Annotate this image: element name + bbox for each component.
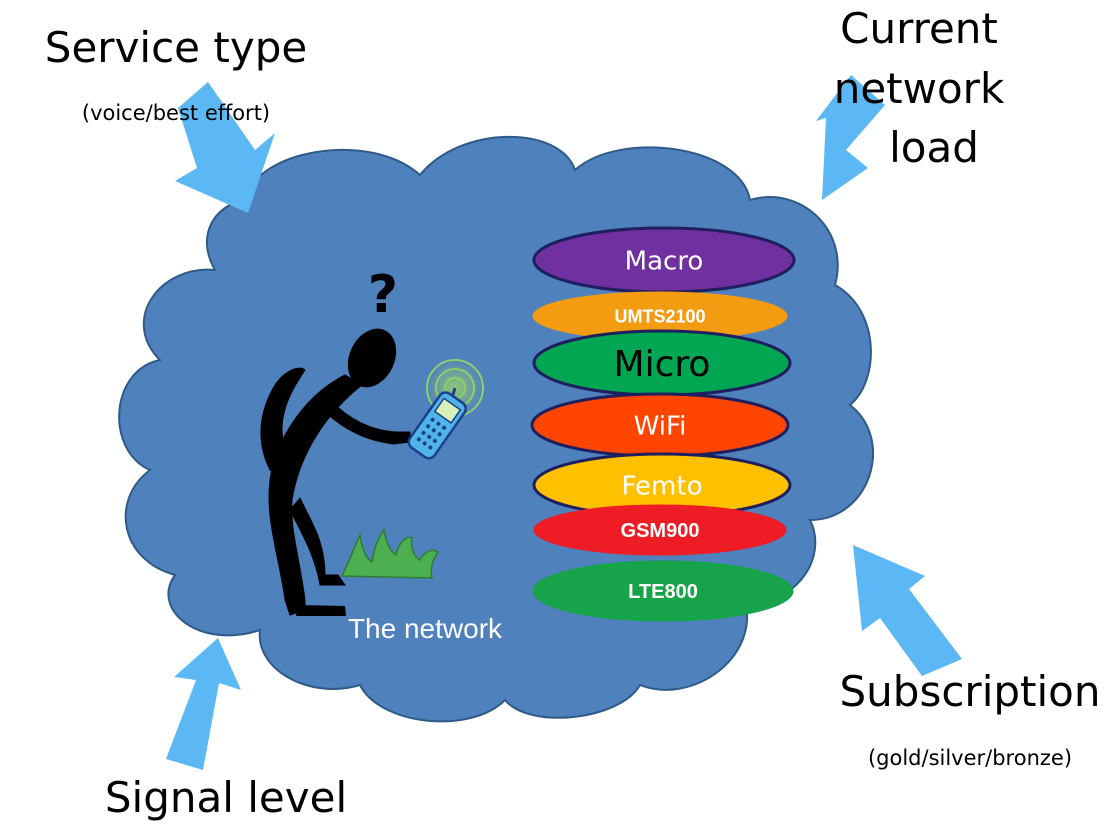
layer-gsm900-label: GSM900: [621, 520, 700, 542]
arrow-service-type: [175, 82, 275, 213]
layer-femto: Femto: [532, 452, 792, 518]
mobile-phone-icon: [407, 359, 484, 460]
signal-level-label: Signal level: [105, 773, 347, 822]
confused-person-figure: [260, 328, 411, 616]
arrow-subscription: [853, 545, 962, 676]
grass-patch: [340, 528, 440, 579]
subscription-sublabel: (gold/silver/bronze): [868, 746, 1072, 770]
arrow-signal-level: [166, 638, 241, 770]
layer-micro: Micro: [532, 329, 792, 397]
cloud-caption: The network: [348, 613, 503, 644]
layer-wifi: WiFi: [530, 392, 790, 458]
layer-micro-label: Micro: [614, 344, 711, 385]
layer-lte800-oval: [532, 560, 794, 622]
service-type-sublabel: (voice/best effort): [82, 101, 270, 125]
layer-wifi-label: WiFi: [634, 411, 687, 441]
layer-lte800: LTE800: [532, 560, 794, 622]
layer-umts2100-label: UMTS2100: [614, 306, 705, 326]
layer-macro: Macro: [532, 226, 796, 294]
layer-lte800-label: LTE800: [628, 581, 698, 603]
arrow-network-load: [816, 75, 885, 200]
subscription-label: Subscription: [840, 667, 1101, 716]
layer-gsm900-oval: [533, 504, 787, 556]
layer-femto-label: Femto: [622, 471, 703, 501]
layer-umts2100: UMTS2100: [532, 291, 788, 341]
layer-gsm900: GSM900: [533, 504, 787, 556]
network-load-label-line1: Current: [840, 4, 998, 53]
network-load-label-line2: network: [834, 64, 1005, 113]
network-load-label-line3: load: [889, 123, 979, 172]
service-type-label: Service type: [45, 23, 307, 72]
question-mark-text: ?: [368, 265, 398, 325]
layer-macro-label: Macro: [625, 246, 704, 276]
